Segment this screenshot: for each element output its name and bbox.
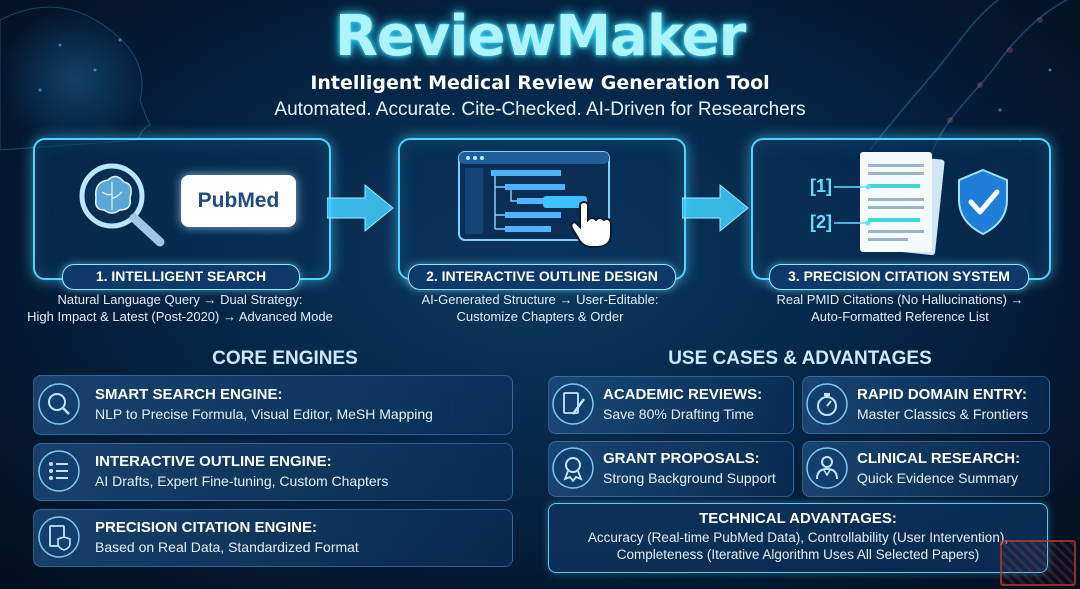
- use-case-description: Master Classics & Frontiers: [857, 406, 1029, 422]
- technical-advantages-title: TECHNICAL ADVANTAGES:: [699, 510, 897, 527]
- use-cases-heading: USE CASES & ADVANTAGES: [668, 348, 932, 369]
- use-case-description: Quick Evidence Summary: [857, 470, 1019, 486]
- document-citation-icon: [860, 152, 945, 256]
- use-case-title: ACADEMIC REVIEWS:: [603, 386, 763, 403]
- engine-title: INTERACTIVE OUTLINE ENGINE:: [95, 453, 332, 470]
- step-3-label: 3. PRECISION CITATION SYSTEM: [769, 264, 1029, 290]
- use-case-title: GRANT PROPOSALS:: [603, 450, 760, 467]
- engine-title: PRECISION CITATION ENGINE:: [95, 519, 317, 536]
- stopwatch-icon: [806, 383, 848, 425]
- technical-advantages-line2: Completeness (Iterative Algorithm Uses A…: [616, 547, 980, 562]
- arrow-right-icon: [327, 183, 394, 233]
- step-1-desc-line2: High Impact & Latest (Post-2020) → Advan…: [27, 309, 333, 324]
- step-1-description: Natural Language Query → Dual Strategy: …: [10, 291, 350, 325]
- technical-advantages-box: [548, 503, 1048, 573]
- step-3-desc-line2: Auto-Formatted Reference List: [811, 309, 989, 324]
- document-shield-icon: [38, 516, 80, 558]
- pointer-hand-icon: [570, 201, 612, 248]
- step-1-desc-line1: Natural Language Query → Dual Strategy:: [57, 292, 303, 307]
- engine-card-outline: [33, 443, 513, 501]
- core-engines-heading: CORE ENGINES: [212, 348, 358, 369]
- pubmed-logo: PubMed: [181, 175, 296, 227]
- technical-advantages-line1: Accuracy (Real-time PubMed Data), Contro…: [587, 530, 1009, 545]
- engine-card-smart-search: [33, 375, 513, 435]
- document-pen-icon: [552, 383, 594, 425]
- step-3-description: Real PMID Citations (No Hallucinations) …: [740, 291, 1060, 325]
- award-icon: [552, 447, 594, 489]
- step-2-description: AI-Generated Structure → User-Editable: …: [380, 291, 700, 325]
- shield-check-icon: [958, 168, 1008, 236]
- engine-title: SMART SEARCH ENGINE:: [95, 386, 283, 403]
- use-case-description: Strong Background Support: [603, 470, 776, 486]
- engine-description: AI Drafts, Expert Fine-tuning, Custom Ch…: [95, 473, 389, 489]
- page-title: ReviewMaker: [334, 4, 746, 69]
- brain-magnifier-icon: [79, 163, 165, 247]
- step-2-desc-line2: Customize Chapters & Order: [456, 309, 624, 324]
- arrow-right-icon: [682, 183, 749, 233]
- use-case-description: Save 80% Drafting Time: [603, 406, 754, 422]
- use-case-title: RAPID DOMAIN ENTRY:: [857, 386, 1027, 403]
- engine-description: NLP to Precise Formula, Visual Editor, M…: [95, 406, 433, 422]
- citation-marker-1: [1]: [810, 176, 832, 196]
- outline-screen-icon: [458, 151, 610, 241]
- use-case-title: CLINICAL RESEARCH:: [857, 450, 1021, 467]
- list-icon: [38, 450, 80, 492]
- step-1-label: 1. INTELLIGENT SEARCH: [62, 264, 300, 290]
- engine-description: Based on Real Data, Standardized Format: [95, 539, 359, 555]
- citation-marker-2: [2]: [810, 212, 832, 232]
- doctor-icon: [806, 447, 848, 489]
- page-tagline: Automated. Accurate. Cite-Checked. AI-Dr…: [274, 99, 806, 120]
- step-2-label: 2. INTERACTIVE OUTLINE DESIGN: [408, 264, 676, 290]
- page-subtitle: Intelligent Medical Review Generation To…: [310, 72, 770, 94]
- engine-card-citation: [33, 509, 513, 567]
- step-2-desc-line1: AI-Generated Structure → User-Editable:: [421, 292, 659, 307]
- search-engine-icon: [38, 383, 80, 425]
- step-3-desc-line1: Real PMID Citations (No Hallucinations) …: [776, 292, 1024, 307]
